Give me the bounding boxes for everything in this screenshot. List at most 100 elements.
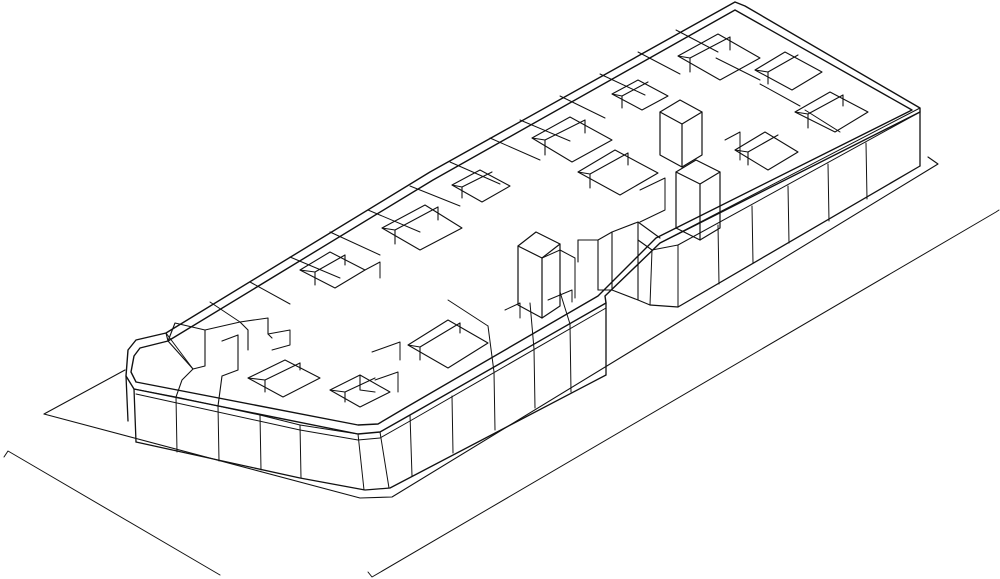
drawing-stroke-48 bbox=[487, 325, 495, 373]
courtyard-1 bbox=[247, 359, 321, 398]
guide-line-left bbox=[3, 450, 221, 576]
drawing-stroke-121 bbox=[724, 131, 741, 161]
guide-line-right bbox=[367, 209, 1000, 578]
courtyard-4 bbox=[299, 251, 366, 289]
drawing-stroke-120 bbox=[639, 177, 666, 223]
drawing-stroke-9 bbox=[533, 348, 536, 409]
drawing-stroke-20 bbox=[865, 142, 868, 200]
drawing-stroke-2 bbox=[259, 414, 262, 471]
facade-bottom-front bbox=[135, 374, 607, 491]
drawing-stroke-56 bbox=[247, 359, 321, 398]
drawing-stroke-21 bbox=[651, 111, 921, 251]
courtyard-13 bbox=[577, 149, 659, 196]
drawing-stroke-8 bbox=[493, 371, 496, 431]
drawing-stroke-51 bbox=[165, 332, 194, 398]
drawing-stroke-63 bbox=[359, 374, 376, 393]
drawing-stroke-60 bbox=[329, 374, 391, 408]
drawing-stroke-27 bbox=[597, 289, 651, 306]
drawing-stroke-44 bbox=[715, 57, 761, 81]
drawing-stroke-43 bbox=[675, 29, 719, 53]
step-volumes bbox=[267, 131, 741, 393]
drawing-stroke-109 bbox=[699, 171, 721, 241]
tower-rear bbox=[659, 99, 703, 168]
courtyard-10 bbox=[754, 51, 823, 91]
drawing-stroke-18 bbox=[787, 185, 790, 244]
drawing-stroke-5 bbox=[379, 431, 390, 489]
drawing-stroke-36 bbox=[409, 185, 461, 207]
drawing-stroke-90 bbox=[754, 51, 823, 91]
drawing-stroke-114 bbox=[364, 261, 381, 279]
building-perimeter bbox=[125, 1, 921, 435]
drawing-stroke-53 bbox=[204, 321, 249, 351]
drawing-stroke-113 bbox=[267, 329, 291, 351]
roof-inner-edge bbox=[130, 9, 913, 426]
courtyard-8 bbox=[611, 79, 669, 111]
drawing-stroke-117 bbox=[504, 302, 521, 319]
drawing-stroke-26 bbox=[637, 239, 653, 251]
drawing-stroke-34 bbox=[329, 231, 381, 256]
drawing-stroke-7 bbox=[451, 395, 454, 454]
drawing-stroke-105 bbox=[517, 245, 543, 319]
drawing-stroke-12 bbox=[133, 388, 359, 435]
drawing-stroke-4 bbox=[357, 433, 365, 491]
drawing-stroke-79 bbox=[531, 116, 613, 163]
courtyard-3 bbox=[407, 319, 489, 369]
corner-block bbox=[165, 317, 273, 407]
drawing-stroke-111 bbox=[659, 111, 683, 168]
drawing-stroke-112 bbox=[681, 111, 703, 168]
drawing-stroke-1 bbox=[217, 405, 220, 462]
drawing-stroke-33 bbox=[289, 256, 341, 279]
middle-gap-walls bbox=[577, 221, 661, 306]
drawing-stroke-31 bbox=[209, 301, 241, 323]
drawing-stroke-0 bbox=[175, 396, 178, 453]
courtyard-9 bbox=[677, 33, 761, 81]
drawing-stroke-72 bbox=[381, 204, 463, 251]
courtyard-11 bbox=[794, 91, 869, 133]
drawing-stroke-106 bbox=[541, 243, 561, 319]
drawing-stroke-6 bbox=[409, 414, 413, 477]
roof-outer-edge bbox=[125, 1, 921, 435]
drawing-stroke-42 bbox=[637, 51, 681, 75]
tower-front bbox=[517, 231, 561, 319]
facade-left-vertical-b bbox=[133, 388, 137, 443]
courtyard-6 bbox=[451, 169, 511, 203]
drawing-stroke-30 bbox=[165, 332, 194, 370]
towers bbox=[517, 99, 721, 319]
drawing-stroke-118 bbox=[541, 249, 576, 299]
drawing-stroke-101 bbox=[577, 152, 629, 175]
drawing-stroke-83 bbox=[611, 79, 669, 111]
facade-bays-rear bbox=[649, 107, 921, 308]
drawing-stroke-14 bbox=[649, 249, 653, 306]
courtyard-7 bbox=[531, 116, 613, 163]
drawing-stroke-100 bbox=[577, 149, 659, 196]
courtyard-2 bbox=[329, 374, 391, 408]
guide-lines bbox=[3, 209, 1000, 578]
facade-bottom-right bbox=[649, 165, 921, 308]
drawing-stroke-13 bbox=[135, 307, 607, 441]
drawing-stroke-49 bbox=[529, 302, 535, 350]
courtyard-12 bbox=[734, 131, 799, 171]
drawing-stroke-45 bbox=[759, 83, 801, 107]
drawing-stroke-110 bbox=[659, 99, 703, 125]
drawing-stroke-86 bbox=[677, 33, 761, 81]
drawing-stroke-3 bbox=[299, 424, 302, 479]
drawing-stroke-64 bbox=[407, 319, 489, 369]
drawing-stroke-76 bbox=[451, 169, 511, 203]
drawing-stroke-16 bbox=[717, 224, 720, 285]
drawing-stroke-10 bbox=[569, 323, 572, 393]
drawing-stroke-22 bbox=[659, 107, 921, 244]
drawing-stroke-119 bbox=[547, 289, 573, 303]
drawing-stroke-32 bbox=[249, 281, 291, 305]
courtyard-5 bbox=[381, 204, 463, 251]
drawing-stroke-38 bbox=[489, 137, 541, 161]
drawing-stroke-87 bbox=[677, 36, 731, 59]
drawing-stroke-46 bbox=[804, 109, 841, 133]
site-plinth-left-edge bbox=[43, 369, 126, 415]
drawing-stroke-17 bbox=[751, 205, 754, 264]
facade-base bbox=[125, 111, 921, 491]
drawing-stroke-73 bbox=[381, 206, 439, 231]
drawing-stroke-116 bbox=[374, 371, 399, 393]
roof-partitions bbox=[165, 29, 841, 373]
drawing-stroke-54 bbox=[217, 334, 239, 407]
